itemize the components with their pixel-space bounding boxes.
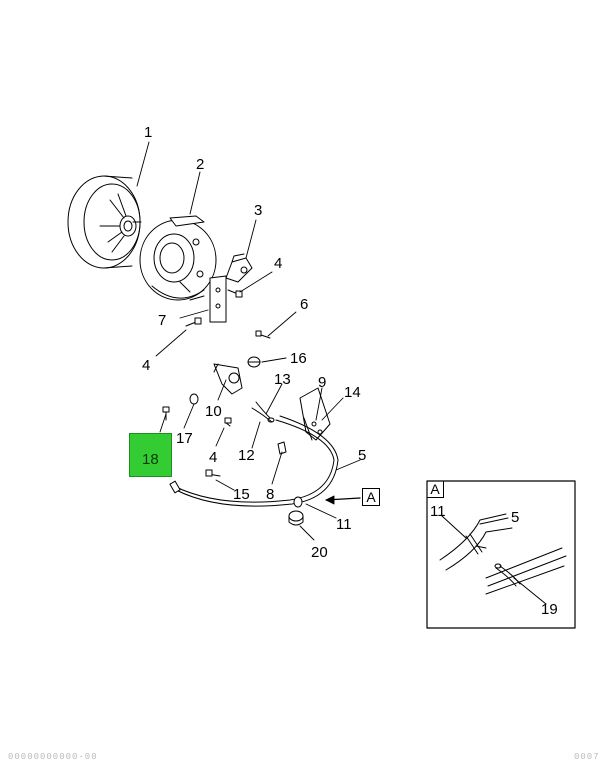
bolt-6 (255, 330, 271, 339)
washer-17 (189, 393, 199, 405)
callout-13: 13 (274, 371, 291, 388)
callout-4: 4 (142, 357, 151, 374)
inset-callout-19: 19 (541, 601, 558, 618)
bolt-upper (227, 289, 243, 298)
callout-8: 8 (266, 486, 275, 503)
detail-view-a (426, 480, 576, 629)
inset-callout-5: 5 (511, 509, 520, 526)
callout-20: 20 (311, 544, 328, 561)
cable-bracket (299, 387, 331, 441)
callout-11: 11 (336, 516, 352, 533)
inset-label-a: A (427, 481, 444, 498)
cable-end-13 (251, 401, 275, 423)
footer-code-right: 0007 (574, 752, 600, 762)
callout-16: 16 (290, 350, 307, 367)
leader-lines (136, 141, 361, 541)
callout-7: 7 (158, 312, 167, 329)
highlighted-callout-18[interactable]: 18 (129, 433, 172, 477)
lever-arm-10 (213, 363, 243, 395)
grommet-20 (288, 510, 304, 526)
callout-2: 2 (196, 156, 205, 173)
callout-17: 17 (176, 430, 193, 447)
callout-15: 15 (233, 486, 250, 503)
clip-8 (277, 441, 287, 455)
bolt-lower (185, 317, 202, 327)
callout-4: 4 (209, 449, 218, 466)
view-marker-a: A (362, 488, 380, 506)
lever-bracket (225, 253, 253, 283)
callout-9: 9 (318, 374, 327, 391)
bolt-18 (162, 406, 170, 421)
nut-16 (247, 356, 261, 368)
footer-code-left: 00000000000-00 (8, 752, 98, 762)
callout-10: 10 (205, 403, 222, 420)
callout-4: 4 (274, 255, 283, 272)
strap-bracket (189, 275, 227, 323)
inset-callout-11: 11 (430, 503, 446, 520)
callout-1: 1 (144, 124, 153, 141)
callout-5: 5 (358, 447, 367, 464)
cable-clamp-11 (293, 496, 303, 508)
bolt-4-mid (224, 417, 232, 427)
brake-drum (67, 175, 142, 269)
callout-6: 6 (300, 296, 309, 313)
callout-14: 14 (344, 384, 361, 401)
callout-3: 3 (254, 202, 263, 219)
callout-12: 12 (238, 447, 255, 464)
brake-shoe-assembly (139, 215, 217, 301)
parking-brake-cable (169, 415, 339, 507)
bolt-15 (205, 469, 221, 477)
callout-18: 18 (142, 451, 159, 468)
